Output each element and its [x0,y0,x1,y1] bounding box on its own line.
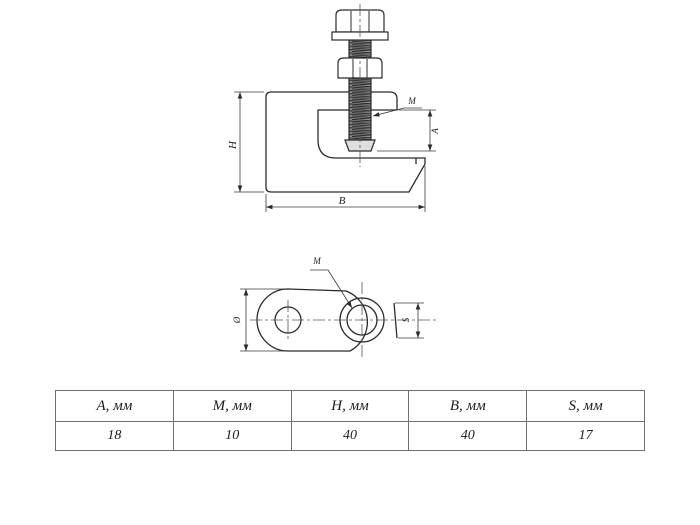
header-cell-s: S, мм [526,390,645,422]
dim-diameter-label: Ø [232,316,242,324]
table-value-row: 18 10 40 40 17 [55,421,645,451]
table-header-row: А, мм М, мм Н, мм В, мм S, мм [55,390,645,422]
dim-width-label: B [339,195,346,207]
dim-opening-label: A [430,128,440,135]
value-cell-s: 17 [526,421,645,451]
value-cell-a: 18 [55,421,174,451]
dim-height-label: H [227,140,239,150]
clamp-body-outline [265,91,426,193]
header-cell-h: Н, мм [290,390,410,422]
dim-thread-label: M [407,96,416,106]
header-cell-b: В, мм [408,390,528,422]
front-view [265,91,426,193]
header-cell-m: М, мм [172,390,292,422]
header-cell-a: А, мм [55,390,174,422]
value-cell-h: 40 [290,421,410,451]
dim-thickness-label: S [401,317,411,322]
leader-line-thread-bottom [327,269,353,309]
dim-thread-bottom-label: M [312,256,321,266]
leader-line-thread [372,107,405,117]
plate-right-edge [393,302,398,339]
value-cell-b: 40 [408,421,528,451]
value-cell-m: 10 [172,421,292,451]
bottom-view-centerlines [250,282,436,358]
dimensions-table: А, мм М, мм Н, мм В, мм S, мм 18 10 40 4… [55,390,645,451]
front-view-dimensions [234,91,436,212]
bottom-view-dimensions [240,269,424,352]
